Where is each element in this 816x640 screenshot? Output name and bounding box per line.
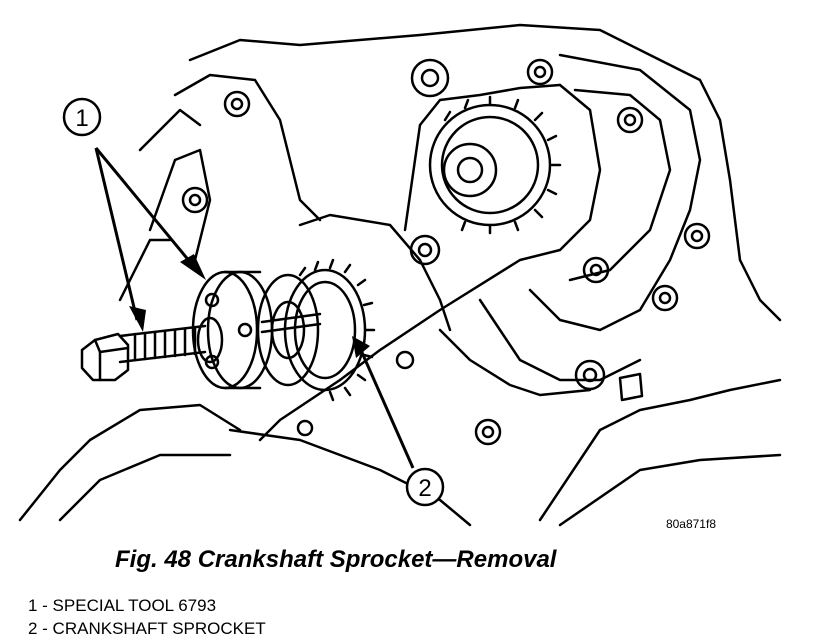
svg-text:1: 1 <box>75 105 88 132</box>
housing-bolts <box>181 58 711 446</box>
callout-legend: 1 - SPECIAL TOOL 6793 2 - CRANKSHAFT SPR… <box>28 594 266 640</box>
reference-code: 80a871f8 <box>666 517 716 531</box>
callout-1: 1 <box>62 97 102 137</box>
callout-1-leaders <box>94 147 206 332</box>
figure-caption: Fig. 48 Crankshaft Sprocket—Removal <box>115 546 557 573</box>
callout-2: 2 <box>405 467 445 507</box>
camshaft-sprocket <box>428 95 562 235</box>
legend-item: 1 - SPECIAL TOOL 6793 <box>28 596 217 615</box>
engine-illustration: 1 2 80a871f8 <box>18 23 782 531</box>
svg-text:2: 2 <box>418 475 431 502</box>
callout-2-leader <box>352 336 415 469</box>
puller-tool-drawing <box>80 270 322 390</box>
water-pump-housing <box>478 53 702 382</box>
legend-item: 2 - CRANKSHAFT SPROCKET <box>28 619 266 638</box>
engine-block <box>18 23 782 527</box>
crankshaft-sprocket-drawing <box>256 258 376 402</box>
sensor-block <box>618 372 644 402</box>
